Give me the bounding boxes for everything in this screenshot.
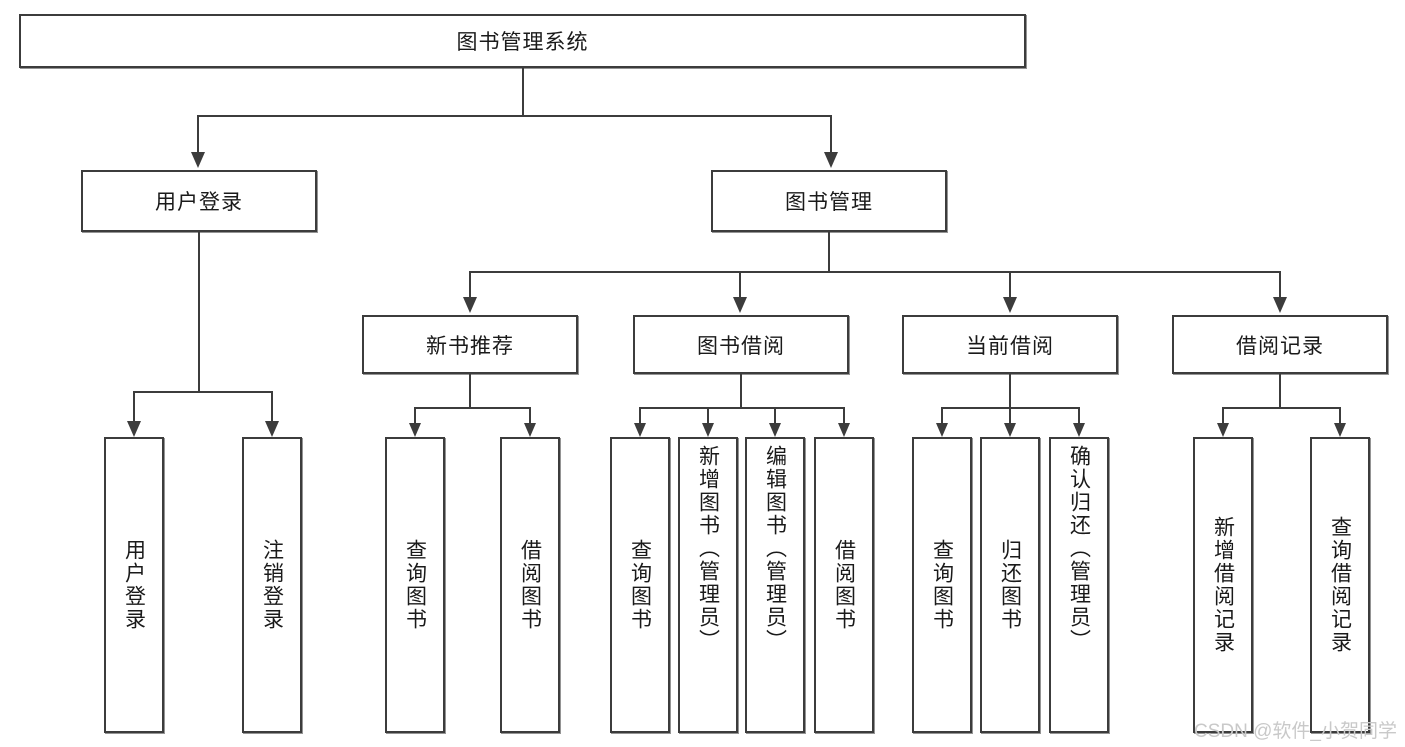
node-borrow-record[interactable]: 借阅记录 — [1172, 315, 1388, 374]
node-root[interactable]: 图书管理系统 — [19, 14, 1026, 68]
node-new-book-recommend-label: 新书推荐 — [426, 334, 514, 358]
leaf-query-book-2-label: 查询图书 — [628, 539, 652, 631]
arrowhead-nbr-to-leaf-2 — [524, 423, 536, 437]
node-book-borrow-label: 图书借阅 — [697, 334, 785, 358]
leaf-borrow-book-2[interactable]: 借阅图书 — [814, 437, 874, 733]
arrowhead-root-to-user-login — [191, 152, 205, 168]
leaf-query-record[interactable]: 查询借阅记录 — [1310, 437, 1370, 733]
node-book-management[interactable]: 图书管理 — [711, 170, 947, 232]
leaf-return-book-label: 归还图书 — [998, 539, 1022, 631]
leaf-borrow-book-1[interactable]: 借阅图书 — [500, 437, 560, 733]
connector-user-login-to-leaf-2 — [271, 391, 273, 423]
connector-bm-to-borrow-record — [1279, 271, 1281, 299]
node-user-login[interactable]: 用户登录 — [81, 170, 317, 232]
node-new-book-recommend[interactable]: 新书推荐 — [362, 315, 578, 374]
connector-borrow-record-bus — [1222, 407, 1341, 409]
connector-br-to-leaf-2 — [1339, 407, 1341, 425]
connector-nbr-to-leaf-2 — [529, 407, 531, 425]
connector-root-bus — [197, 115, 832, 117]
connector-user-login-stem — [198, 232, 200, 392]
connector-book-management-bus — [469, 271, 1281, 273]
connector-br-to-leaf-1 — [1222, 407, 1224, 425]
leaf-return-book[interactable]: 归还图书 — [980, 437, 1040, 733]
leaf-query-book-1-label: 查询图书 — [403, 539, 427, 631]
node-book-borrow[interactable]: 图书借阅 — [633, 315, 849, 374]
connector-book-borrow-bus — [639, 407, 845, 409]
leaf-query-book-2[interactable]: 查询图书 — [610, 437, 670, 733]
connector-bm-to-new-book-recommend — [469, 271, 471, 299]
arrowhead-cb-to-leaf-1 — [936, 423, 948, 437]
connector-book-borrow-stem — [740, 374, 742, 408]
node-user-login-label: 用户登录 — [155, 191, 243, 214]
connector-cb-to-leaf-1 — [941, 407, 943, 425]
arrowhead-user-login-to-leaf-1 — [127, 421, 141, 437]
arrowhead-nbr-to-leaf-1 — [409, 423, 421, 437]
arrowhead-cb-to-leaf-2 — [1004, 423, 1016, 437]
arrowhead-br-to-leaf-1 — [1217, 423, 1229, 437]
connector-cb-to-leaf-2 — [1009, 407, 1011, 425]
leaf-user-login[interactable]: 用户登录 — [104, 437, 164, 733]
connector-root-to-user-login — [197, 115, 199, 153]
leaf-query-record-label: 查询借阅记录 — [1328, 516, 1352, 654]
connector-bb-to-leaf-3 — [774, 407, 776, 425]
connector-bb-to-leaf-1 — [639, 407, 641, 425]
leaf-borrow-book-1-label: 借阅图书 — [518, 539, 542, 631]
leaf-user-logout[interactable]: 注销登录 — [242, 437, 302, 733]
leaf-borrow-book-2-label: 借阅图书 — [832, 539, 856, 631]
csdn-watermark: CSDN @软件_小贺同学 — [1194, 721, 1397, 742]
connector-bm-to-current-borrow — [1009, 271, 1011, 299]
arrowhead-bm-to-new-book-recommend — [463, 297, 477, 313]
arrowhead-bb-to-leaf-3 — [769, 423, 781, 437]
node-current-borrow-label: 当前借阅 — [966, 334, 1054, 358]
connector-book-management-stem — [828, 232, 830, 272]
connector-cb-to-leaf-3 — [1078, 407, 1080, 425]
connector-root-stem — [522, 68, 524, 116]
connector-user-login-bus — [133, 391, 272, 393]
node-root-label: 图书管理系统 — [456, 31, 589, 54]
node-current-borrow[interactable]: 当前借阅 — [902, 315, 1118, 374]
leaf-user-login-label: 用户登录 — [122, 539, 146, 631]
leaf-add-book[interactable]: 新增图书（管理员） — [678, 437, 738, 733]
arrowhead-bm-to-borrow-record — [1273, 297, 1287, 313]
node-borrow-record-label: 借阅记录 — [1236, 334, 1324, 358]
connector-bb-to-leaf-4 — [843, 407, 845, 425]
connector-nbr-to-leaf-1 — [414, 407, 416, 425]
connector-new-book-recommend-bus — [414, 407, 531, 409]
leaf-add-record[interactable]: 新增借阅记录 — [1193, 437, 1253, 733]
arrowhead-br-to-leaf-2 — [1334, 423, 1346, 437]
arrowhead-root-to-book-management — [824, 152, 838, 168]
arrowhead-bm-to-current-borrow — [1003, 297, 1017, 313]
leaf-add-book-label: 新增图书（管理员） — [696, 445, 720, 652]
arrowhead-bm-to-book-borrow — [733, 297, 747, 313]
leaf-edit-book-label: 编辑图书（管理员） — [763, 445, 787, 652]
leaf-query-book-3[interactable]: 查询图书 — [912, 437, 972, 733]
leaf-edit-book[interactable]: 编辑图书（管理员） — [745, 437, 805, 733]
arrowhead-bb-to-leaf-4 — [838, 423, 850, 437]
node-book-management-label: 图书管理 — [785, 191, 873, 214]
leaf-add-record-label: 新增借阅记录 — [1211, 516, 1235, 654]
connector-current-borrow-stem — [1009, 374, 1011, 408]
arrowhead-cb-to-leaf-3 — [1073, 423, 1085, 437]
arrowhead-bb-to-leaf-2 — [702, 423, 714, 437]
connector-root-to-book-management — [830, 115, 832, 153]
leaf-confirm-return-label: 确认归还（管理员） — [1067, 445, 1091, 652]
arrowhead-user-login-to-leaf-2 — [265, 421, 279, 437]
arrowhead-bb-to-leaf-1 — [634, 423, 646, 437]
leaf-user-logout-label: 注销登录 — [260, 539, 284, 631]
leaf-query-book-3-label: 查询图书 — [930, 539, 954, 631]
connector-bb-to-leaf-2 — [707, 407, 709, 425]
connector-bm-to-book-borrow — [739, 271, 741, 299]
leaf-query-book-1[interactable]: 查询图书 — [385, 437, 445, 733]
leaf-confirm-return[interactable]: 确认归还（管理员） — [1049, 437, 1109, 733]
connector-new-book-recommend-stem — [469, 374, 471, 408]
connector-user-login-to-leaf-1 — [133, 391, 135, 423]
connector-borrow-record-stem — [1279, 374, 1281, 408]
